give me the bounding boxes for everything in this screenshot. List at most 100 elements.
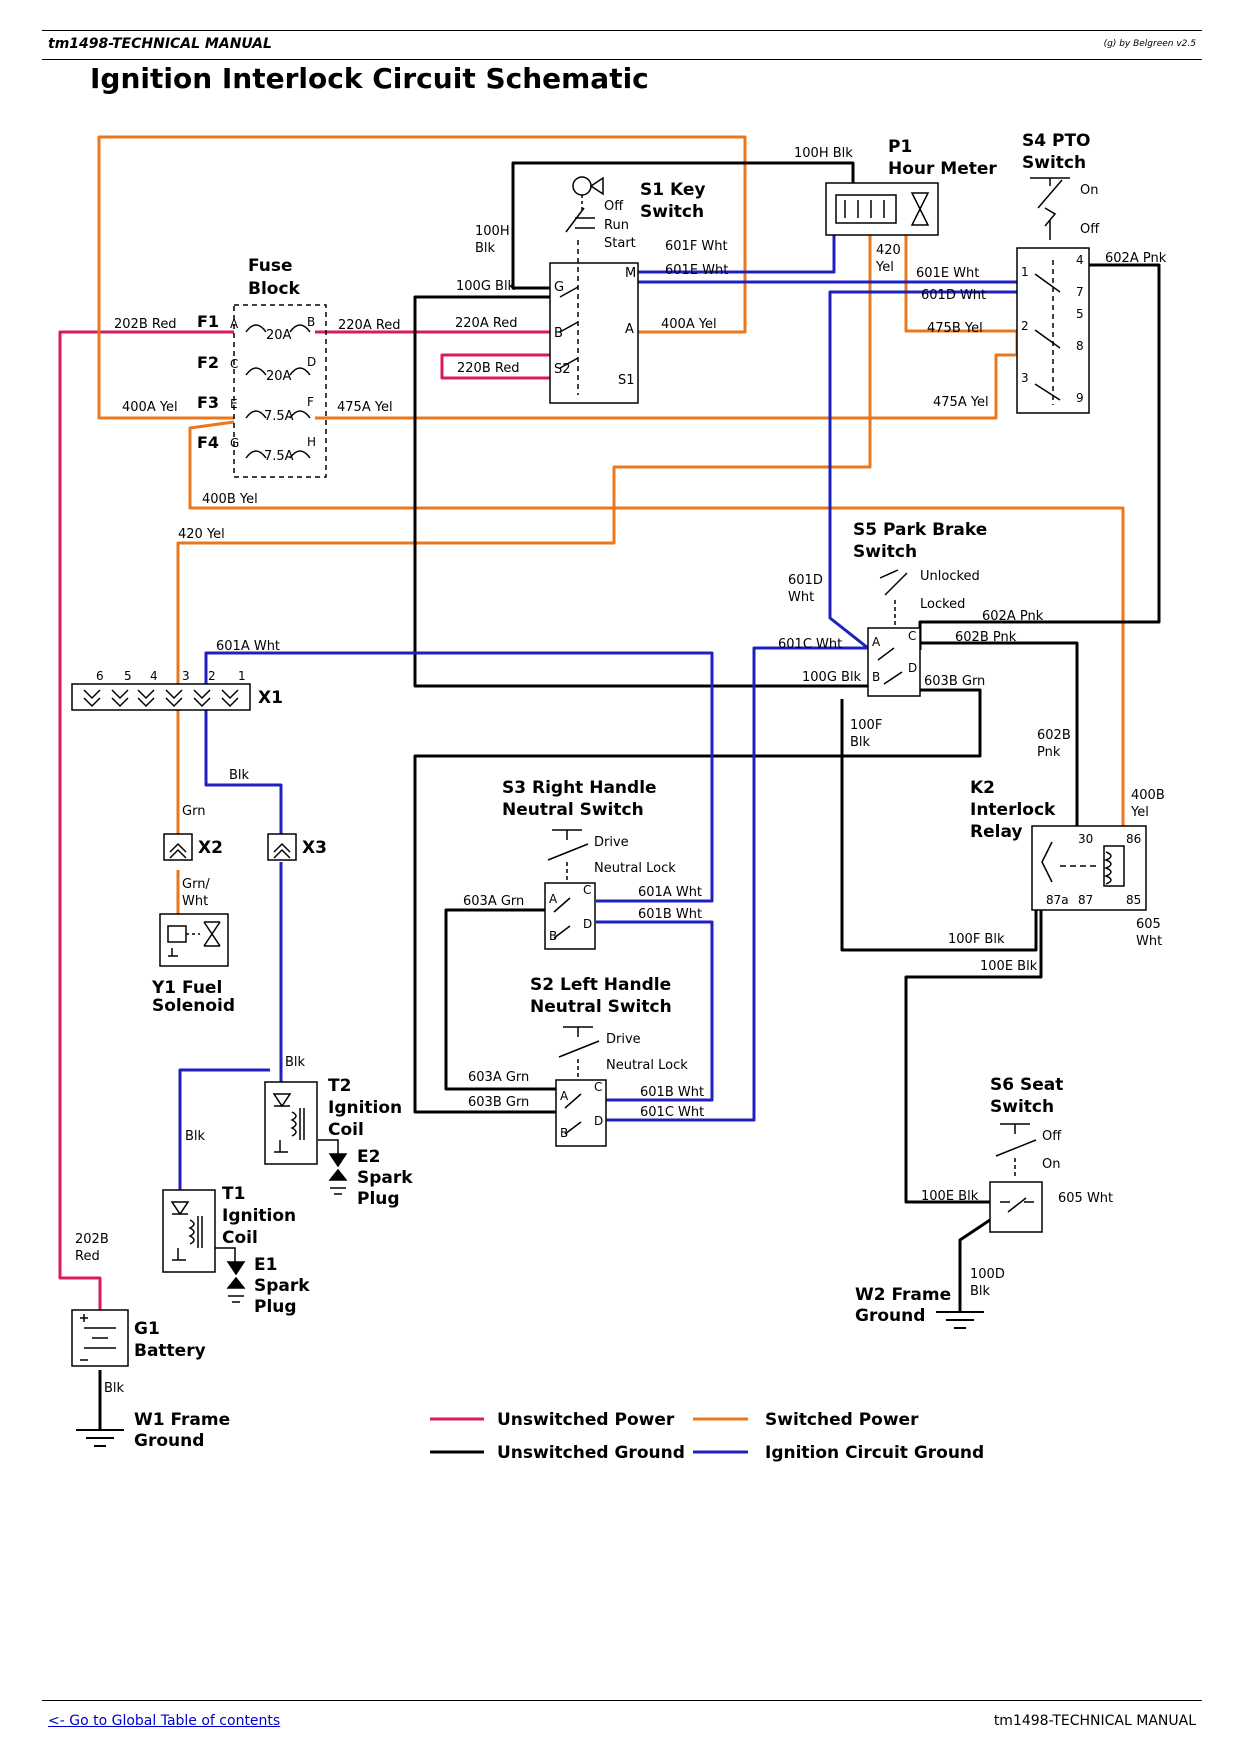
s5-term-c: C bbox=[908, 629, 916, 643]
legend-unswitched-ground: Unswitched Ground bbox=[497, 1443, 685, 1463]
s6-title-1: S6 Seat bbox=[990, 1075, 1063, 1095]
legend-ignition-ground: Ignition Circuit Ground bbox=[765, 1443, 984, 1463]
fuse-term-d: D bbox=[307, 355, 316, 369]
label-475a-yel-right: 475A Yel bbox=[933, 395, 989, 410]
label-blk-t1: Blk bbox=[185, 1129, 206, 1144]
fuse-term-e: E bbox=[230, 397, 238, 411]
fuse-term-g: G bbox=[230, 436, 239, 450]
fuse-rating-4: 7.5A bbox=[264, 449, 294, 464]
s4-term-5: 5 bbox=[1076, 307, 1084, 321]
label-420-1: 420 bbox=[876, 243, 901, 258]
fuse-term-c: C bbox=[230, 357, 238, 371]
e1-title-2: Spark bbox=[254, 1276, 310, 1296]
label-603b-grn-s2: 603B Grn bbox=[468, 1095, 529, 1110]
wire-400b-yel bbox=[188, 420, 1125, 832]
label-400b-1: 400B bbox=[1131, 788, 1165, 803]
s4-term-3: 3 bbox=[1021, 371, 1029, 385]
label-601e-wht-right: 601E Wht bbox=[916, 266, 979, 281]
t2-title-1: T2 bbox=[328, 1076, 351, 1096]
label-grn-wht-1: Grn/ bbox=[182, 877, 210, 892]
e1-title-3: Plug bbox=[254, 1297, 297, 1317]
s5-park-brake-switch bbox=[867, 569, 921, 697]
x3-title: X3 bbox=[302, 838, 327, 858]
label-601a-wht-s3: 601A Wht bbox=[638, 885, 702, 900]
x1-title: X1 bbox=[258, 688, 283, 708]
g1-title-1: G1 bbox=[134, 1319, 160, 1339]
label-605-2: Wht bbox=[1136, 934, 1162, 949]
fuse-term-b: B bbox=[307, 315, 315, 329]
schematic-diagram: Fuse Block F1 F2 F3 F4 A B C D E F G H 2… bbox=[58, 131, 1167, 1463]
g1-battery bbox=[71, 1309, 129, 1367]
s3-title-2: Neutral Switch bbox=[502, 800, 644, 820]
label-601b-wht-s2: 601B Wht bbox=[640, 1085, 704, 1100]
fuse-term-a: A bbox=[230, 317, 239, 331]
t1-title-1: T1 bbox=[222, 1184, 245, 1204]
s1-start-label: Start bbox=[604, 236, 636, 251]
page-title: Ignition Interlock Circuit Schematic bbox=[90, 62, 649, 95]
e2-title-2: Spark bbox=[357, 1168, 413, 1188]
e1-title-1: E1 bbox=[254, 1255, 277, 1275]
e1-spark-plug bbox=[226, 1261, 246, 1303]
label-601a-wht: 601A Wht bbox=[216, 639, 280, 654]
k2-term-87a: 87a bbox=[1046, 893, 1069, 907]
legend: Unswitched Power Switched Power Unswitch… bbox=[430, 1410, 984, 1463]
s5-term-a: A bbox=[872, 635, 881, 649]
wire-100h-blk bbox=[511, 161, 855, 290]
s3-term-a: A bbox=[549, 892, 558, 906]
s5-term-d: D bbox=[908, 661, 917, 675]
s4-term-1: 1 bbox=[1021, 265, 1029, 279]
label-601d-1: 601D bbox=[788, 573, 823, 588]
label-601b-wht: 601B Wht bbox=[638, 907, 702, 922]
fuse-f4-label: F4 bbox=[197, 433, 219, 452]
legend-switched-power: Switched Power bbox=[765, 1410, 919, 1430]
e2-title-3: Plug bbox=[357, 1189, 400, 1209]
w1-title-2: Ground bbox=[134, 1431, 204, 1451]
wire-blk-x3 bbox=[204, 702, 283, 842]
wire-603b-grn bbox=[413, 688, 982, 1114]
wire-220b-red bbox=[440, 353, 550, 380]
label-605-1: 605 bbox=[1136, 917, 1161, 932]
s1-term-m: M bbox=[625, 266, 636, 281]
k2-interlock-relay bbox=[1031, 825, 1147, 911]
s6-on-label: On bbox=[1042, 1157, 1060, 1172]
s3-title-1: S3 Right Handle bbox=[502, 778, 657, 798]
s1-title-2: Switch bbox=[640, 202, 704, 222]
label-220a-red-left: 220A Red bbox=[338, 318, 401, 333]
label-400b-yel: 400B Yel bbox=[202, 492, 258, 507]
wire-602b-pnk bbox=[920, 641, 1079, 832]
label-100d-2: Blk bbox=[970, 1284, 991, 1299]
wire-601d-wht bbox=[828, 290, 1017, 650]
wires-unswitched-power bbox=[58, 330, 550, 1318]
s2-lock-label: Neutral Lock bbox=[606, 1058, 688, 1073]
x2-title: X2 bbox=[198, 838, 223, 858]
s3-term-d: D bbox=[583, 917, 592, 931]
s1-run-label: Run bbox=[604, 218, 629, 233]
s5-title-1: S5 Park Brake bbox=[853, 520, 987, 540]
s2-title-1: S2 Left Handle bbox=[530, 975, 671, 995]
label-202b-2: Red bbox=[75, 1249, 100, 1264]
e2-title-1: E2 bbox=[357, 1147, 380, 1167]
wires-switched-power bbox=[97, 135, 1125, 920]
page-header: tm1498-TECHNICAL MANUAL (g) by Belgreen … bbox=[42, 30, 1202, 60]
s2-term-c: C bbox=[594, 1080, 602, 1094]
k2-term-87: 87 bbox=[1078, 893, 1093, 907]
wire-blk-t1 bbox=[178, 1068, 270, 1190]
s4-term-7: 7 bbox=[1076, 285, 1084, 299]
wire-100d-blk bbox=[958, 1218, 991, 1312]
fuse-rating-2: 20A bbox=[266, 369, 292, 384]
label-blk-g1: Blk bbox=[104, 1381, 125, 1396]
s4-term-8: 8 bbox=[1076, 339, 1084, 353]
global-toc-link[interactable]: <- Go to Global Table of contents bbox=[48, 1713, 281, 1729]
label-605-wht-s6: 605 Wht bbox=[1058, 1191, 1113, 1206]
wires-ignition-ground bbox=[178, 235, 1017, 1190]
label-blk-t2: Blk bbox=[285, 1055, 306, 1070]
p1-title-1: P1 bbox=[888, 137, 912, 157]
fuse-term-h: H bbox=[307, 435, 316, 449]
label-400a-yel-right: 400A Yel bbox=[661, 317, 717, 332]
legend-unswitched-power: Unswitched Power bbox=[497, 1410, 675, 1430]
fuse-term-f: F bbox=[307, 395, 314, 409]
t2-title-3: Coil bbox=[328, 1120, 364, 1140]
s1-term-s1: S1 bbox=[618, 373, 635, 388]
s5-term-b: B bbox=[872, 670, 880, 684]
s2-title-2: Neutral Switch bbox=[530, 997, 672, 1017]
